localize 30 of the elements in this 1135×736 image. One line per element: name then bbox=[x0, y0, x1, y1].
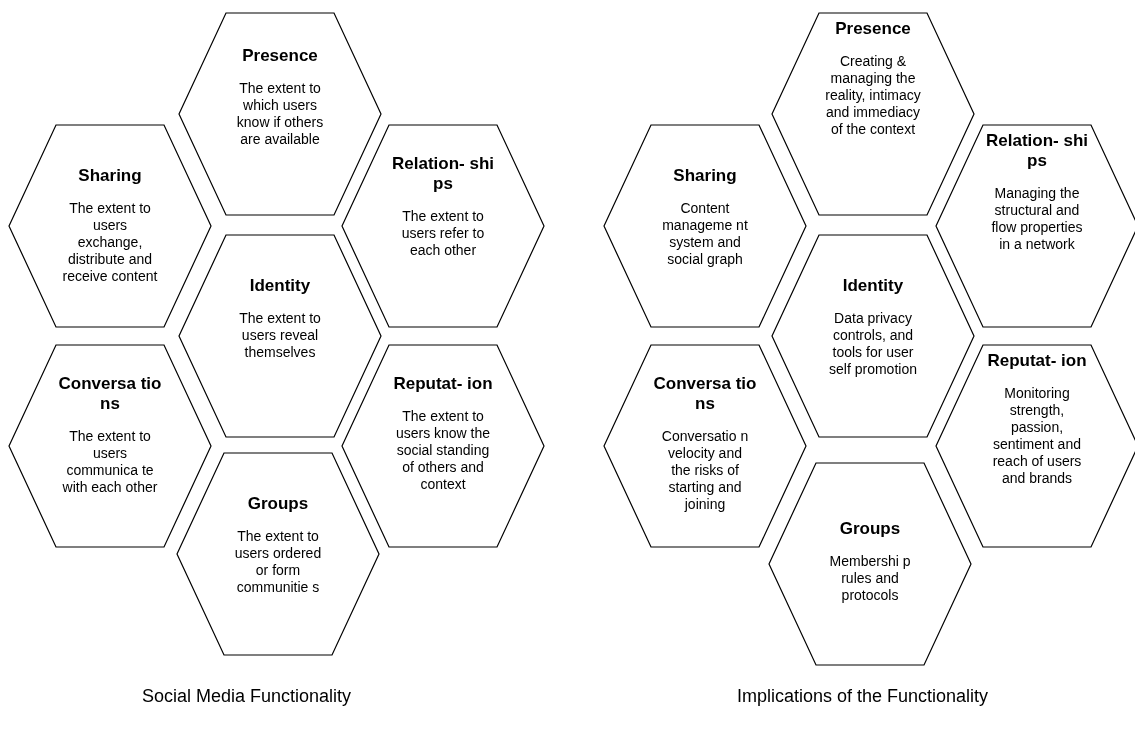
hexagon-heading: Relation- ships bbox=[391, 154, 495, 194]
hexagon-heading: Presence bbox=[835, 19, 911, 39]
hexagon-description: Membershi p rules and protocols bbox=[828, 553, 912, 604]
hexagon-description: The extent to users ordered or form communitie s bbox=[233, 528, 323, 596]
hexagon-heading: Reputat- ion bbox=[393, 374, 493, 394]
hexagon-heading: Presence bbox=[242, 46, 318, 66]
hexagon-heading: Sharing bbox=[78, 166, 142, 186]
hexagon-description: The extent to users communica te with each other bbox=[62, 428, 158, 496]
hexagon-heading: Sharing bbox=[673, 166, 737, 186]
panel-caption: Social Media Functionality bbox=[142, 686, 352, 707]
hexagon-description: The extent to which users know if others are available bbox=[235, 80, 325, 148]
hexagon-heading: Groups bbox=[247, 494, 309, 514]
hexagon-heading: Conversa tions bbox=[57, 374, 163, 414]
hexagon-description: Conversatio n velocity and the risks of starting and joining bbox=[660, 428, 750, 513]
hexagon-heading: Identity bbox=[249, 276, 311, 296]
hexagon-description: The extent to users know the social standing of others and context bbox=[395, 408, 491, 493]
hexagon-description: Creating & managing the reality, intimacy and immediacy of the context bbox=[825, 53, 921, 138]
hexagon-heading: Identity bbox=[842, 276, 904, 296]
hexagon-description: Managing the structural and flow properties in a network bbox=[990, 185, 1084, 253]
hexagon-description: Data privacy controls, and tools for user self promotion bbox=[828, 310, 918, 378]
hexagon-description: The extent to users refer to each other bbox=[400, 208, 486, 259]
hexagon-description: The extent to users exchange, distribute and receive content bbox=[62, 200, 158, 285]
hexagon-heading: Relation- ships bbox=[985, 131, 1089, 171]
hexagon-description: The extent to users reveal themselves bbox=[238, 310, 322, 361]
hexagon-heading: Groups bbox=[839, 519, 901, 539]
hexagon-heading: Reputat- ion bbox=[987, 351, 1087, 371]
panel-caption: Implications of the Functionality bbox=[737, 686, 989, 707]
hexagon-description: Monitoring strength, passion, sentiment and reach of users and brands bbox=[991, 385, 1083, 487]
hexagon-heading: Conversa tions bbox=[652, 374, 758, 414]
hexagon-description: Content manageme nt system and social graph bbox=[661, 200, 749, 268]
